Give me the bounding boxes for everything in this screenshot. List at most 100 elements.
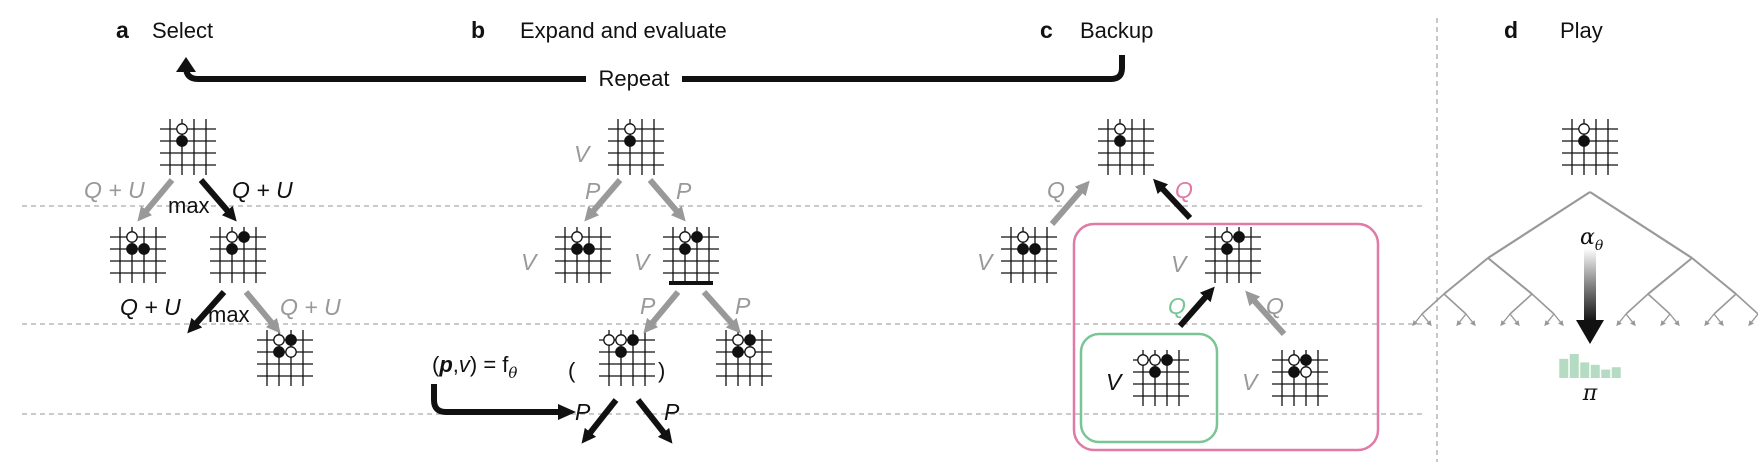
play-tree-edge xyxy=(1487,191,1591,259)
repeat-arrowhead xyxy=(176,57,196,72)
white-stone xyxy=(1114,123,1126,135)
black-stone xyxy=(1029,243,1041,255)
white-stone xyxy=(571,231,583,243)
panel-c-labels: Q Q V V Q Q V V xyxy=(977,177,1284,395)
white-stone xyxy=(273,334,285,346)
black-stone xyxy=(1578,135,1590,147)
board-b-right xyxy=(663,227,719,285)
backup-subtree-box xyxy=(1072,222,1380,452)
panel-headers: a Select b Expand and evaluate c Backup … xyxy=(116,17,1603,43)
policy-histogram xyxy=(1559,354,1621,378)
board-positions xyxy=(110,119,1618,406)
edge-b-root-left xyxy=(584,178,623,222)
white-stone xyxy=(285,346,297,358)
label-q-c3: Q xyxy=(1266,293,1284,319)
panel-a-letter: a xyxy=(116,17,129,43)
label-q-c-pink: Q xyxy=(1175,177,1193,203)
play-tree-edge xyxy=(1421,313,1432,327)
black-stone xyxy=(627,334,639,346)
policy-bar xyxy=(1590,364,1600,378)
black-stone xyxy=(1017,243,1029,255)
play-tree-edge xyxy=(1456,313,1467,327)
label-p-b3: P xyxy=(640,293,656,319)
black-stone xyxy=(285,334,297,346)
panel-a-labels: Q + U Q + U max Q + U Q + U max xyxy=(84,177,341,327)
play-tree-edge xyxy=(1443,257,1489,295)
board-c-right-leaf xyxy=(1272,350,1328,406)
black-stone xyxy=(571,243,583,255)
play-tree-edge xyxy=(1625,313,1636,327)
label-max-a2: max xyxy=(208,302,250,327)
black-stone xyxy=(1161,354,1173,366)
policy-bar xyxy=(1601,369,1611,378)
white-stone xyxy=(1221,231,1233,243)
panel-b-title: Expand and evaluate xyxy=(520,18,727,43)
play-tree-edge xyxy=(1443,293,1467,315)
repeat-label: Repeat xyxy=(599,66,670,91)
label-v-b2: V xyxy=(634,249,652,275)
edge-b-leaf-right xyxy=(635,398,673,444)
black-stone xyxy=(176,135,188,147)
play-tree-edge xyxy=(1647,257,1693,295)
play-tree-edge xyxy=(1553,313,1564,327)
board-c-leaf xyxy=(1133,350,1189,406)
white-stone xyxy=(1149,354,1161,366)
label-p-b6: P xyxy=(664,399,680,425)
label-v-root-b: V xyxy=(574,141,592,167)
black-stone xyxy=(744,334,756,346)
play-tree-edge xyxy=(1669,313,1680,327)
edge-c-rightleaf-right xyxy=(1245,290,1287,337)
alpha-theta-label: αθ xyxy=(1580,225,1604,254)
label-p-b1: P xyxy=(585,178,601,204)
repeat-arrow: Repeat xyxy=(176,55,1125,91)
label-q-plus-u-black-a2: Q + U xyxy=(120,294,181,320)
black-stone xyxy=(273,346,285,358)
black-stone xyxy=(1288,366,1300,378)
play-tree-edge xyxy=(1735,293,1758,315)
network-equation: (p,v) = fθ xyxy=(432,352,517,382)
label-max-a1: max xyxy=(168,193,210,218)
edge-a-right-leftchild xyxy=(187,290,227,334)
play-tree-edge xyxy=(1713,293,1737,315)
paren-close-large: ) xyxy=(658,358,665,383)
white-stone xyxy=(1017,231,1029,243)
play-selection-arrow xyxy=(1576,248,1604,344)
white-stone xyxy=(226,231,238,243)
board-a-right xyxy=(210,227,266,283)
black-stone xyxy=(624,135,636,147)
panel-b-letter: b xyxy=(471,17,485,43)
white-stone xyxy=(615,334,627,346)
paren-open-large: ( xyxy=(568,358,576,383)
pi-label: π xyxy=(1582,381,1598,406)
edge-b-leaf-left xyxy=(581,398,619,444)
black-stone xyxy=(138,243,150,255)
edge-b-right-rightchild xyxy=(701,290,741,334)
play-tree-edge xyxy=(1647,293,1671,315)
board-a-leaf xyxy=(257,330,313,386)
white-stone xyxy=(1300,366,1312,378)
edge-c-left-root xyxy=(1049,180,1090,226)
label-q-plus-u-gray-a2: Q + U xyxy=(280,294,341,320)
board-c-root xyxy=(1098,119,1154,175)
play-tree-edge xyxy=(1544,313,1555,327)
play-tree-edge xyxy=(1625,293,1649,315)
black-stone xyxy=(1233,231,1245,243)
label-q-plus-u-black-a1: Q + U xyxy=(232,177,293,203)
board-d-root xyxy=(1562,119,1618,175)
label-v-b1: V xyxy=(521,249,539,275)
black-stone xyxy=(691,231,703,243)
black-stone xyxy=(732,346,744,358)
play-tree-edge xyxy=(1509,293,1533,315)
label-q-c-green: Q xyxy=(1168,293,1186,319)
play-search-tree xyxy=(1412,191,1758,327)
play-tree-edge xyxy=(1531,293,1555,315)
white-stone xyxy=(1288,354,1300,366)
play-tree-edge xyxy=(1748,313,1758,327)
play-tree-edge xyxy=(1660,313,1671,327)
play-tree-edge xyxy=(1509,313,1520,327)
board-b-right-leaf xyxy=(716,330,772,386)
policy-bar xyxy=(1580,362,1590,378)
board-c-right xyxy=(1205,227,1261,283)
board-b-leaf xyxy=(599,330,655,386)
network-evaluation-arrowhead xyxy=(558,404,576,420)
